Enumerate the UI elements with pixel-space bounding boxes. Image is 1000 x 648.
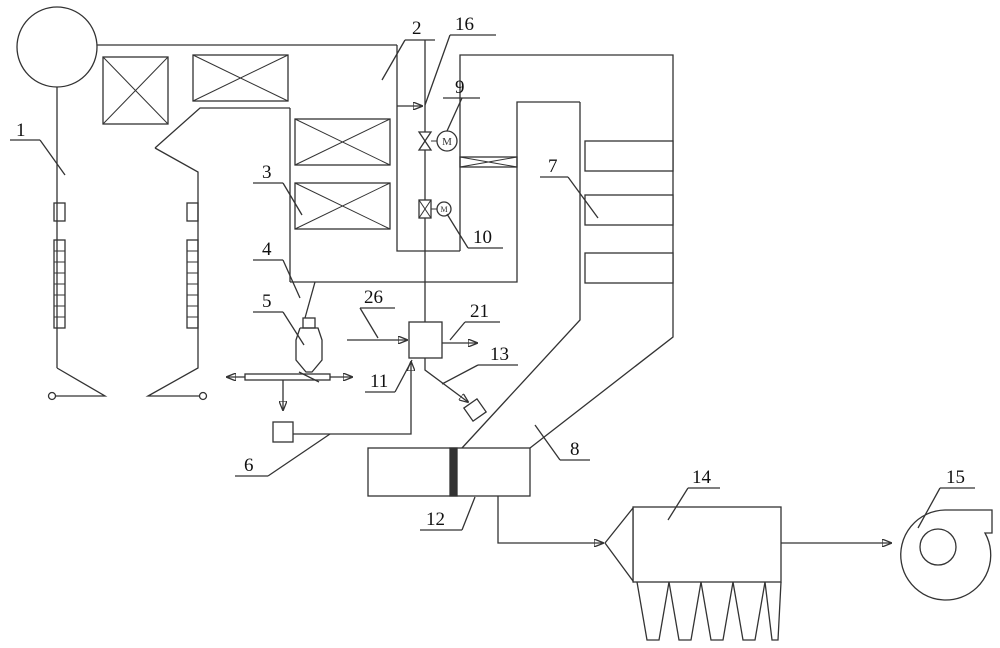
water-wall-right: [186, 202, 199, 329]
water-wall-left: [53, 202, 66, 329]
label-26: 26: [364, 287, 383, 308]
label-16: 16: [455, 14, 474, 35]
leader-lines: [10, 34, 975, 531]
label-14: 14: [692, 467, 712, 488]
gauge-9-symbol: M: [442, 136, 452, 148]
bag-filter: [604, 506, 891, 641]
label-6: 6: [244, 455, 254, 476]
vessel-12: [367, 447, 603, 543]
injection-line: M M: [397, 40, 458, 322]
label-12: 12: [426, 509, 445, 530]
label-10: 10: [473, 227, 492, 248]
label-13: 13: [490, 344, 509, 365]
component-labels: 1 2 3 4 5 6 7 8 9 10 11 12 13 14 15 16 2…: [16, 14, 965, 530]
label-21: 21: [470, 301, 489, 322]
mixer-unit: [283, 321, 488, 435]
gauge-10: [436, 201, 452, 217]
label-15: 15: [946, 467, 965, 488]
separator-unit: [227, 281, 352, 443]
label-7: 7: [548, 156, 558, 177]
label-9: 9: [455, 77, 465, 98]
mixer-box: [408, 321, 443, 359]
label-8: 8: [570, 439, 580, 460]
heat-exchanger-banks: [102, 54, 391, 230]
label-5: 5: [262, 291, 272, 312]
label-2: 2: [412, 18, 422, 39]
label-1: 1: [16, 120, 26, 141]
label-4: 4: [262, 239, 272, 260]
induced-draft-fan: [900, 509, 993, 601]
boiler-unit: [16, 6, 397, 401]
label-11: 11: [370, 371, 388, 392]
flue-ducts: [289, 45, 674, 449]
steam-drum: [16, 6, 98, 88]
valve-10: M: [418, 199, 452, 219]
label-3: 3: [262, 162, 272, 183]
gauge-10-symbol: M: [440, 205, 447, 214]
valve-9: M: [417, 130, 458, 152]
